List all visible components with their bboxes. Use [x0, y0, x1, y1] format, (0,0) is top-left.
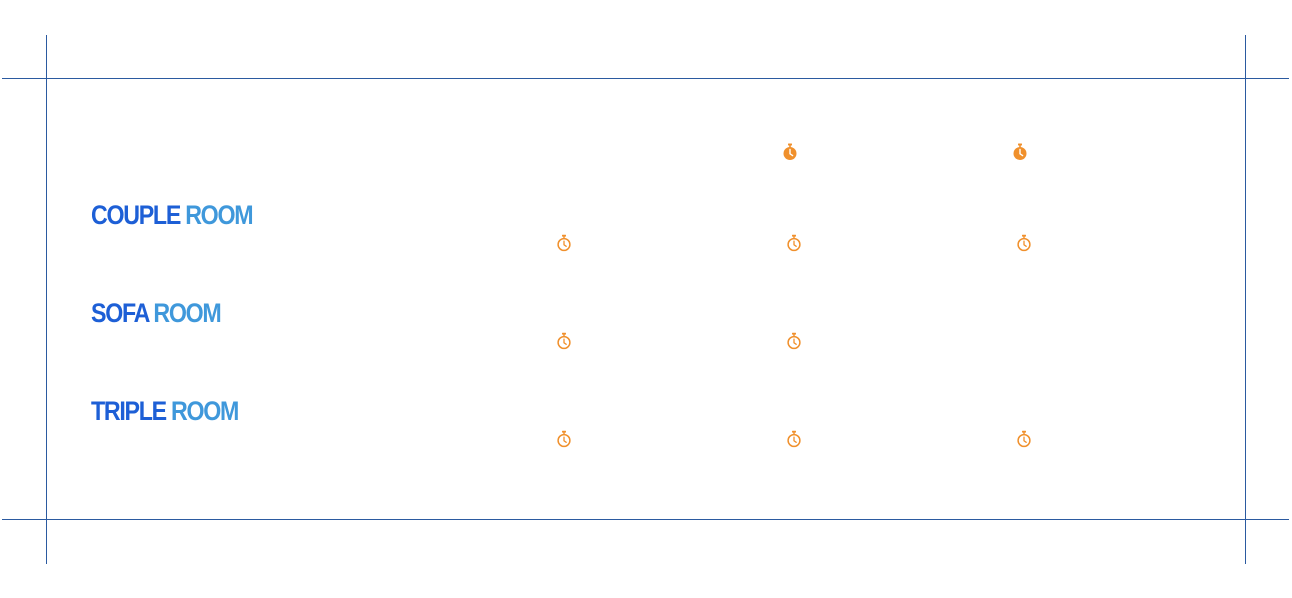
stopwatch-icon: [787, 430, 801, 448]
room-title-word: COUPLE: [91, 200, 181, 230]
room-title-word: TRIPLE: [91, 396, 167, 426]
stopwatch-icon: [787, 234, 801, 252]
room-title-triple: TRIPLE ROOM: [91, 396, 239, 426]
stopwatch-icon: [557, 430, 571, 448]
room-title-word: SOFA: [91, 298, 149, 328]
guide-line-top: [2, 78, 1289, 79]
stopwatch-icon-filled: [1013, 143, 1027, 160]
guide-line-right: [1245, 35, 1246, 564]
stopwatch-icon-filled: [783, 143, 797, 160]
stopwatch-icon: [787, 332, 801, 350]
guide-line-bottom: [2, 519, 1289, 520]
room-title-word: ROOM: [171, 396, 239, 426]
guide-line-left: [46, 35, 47, 564]
room-title-word: ROOM: [153, 298, 221, 328]
stopwatch-icon: [1017, 430, 1031, 448]
room-title-couple: COUPLE ROOM: [91, 200, 254, 230]
stopwatch-icon: [557, 332, 571, 350]
stopwatch-icon: [1017, 234, 1031, 252]
room-title-word: ROOM: [185, 200, 253, 230]
stopwatch-icon: [557, 234, 571, 252]
room-title-sofa: SOFA ROOM: [91, 298, 222, 328]
